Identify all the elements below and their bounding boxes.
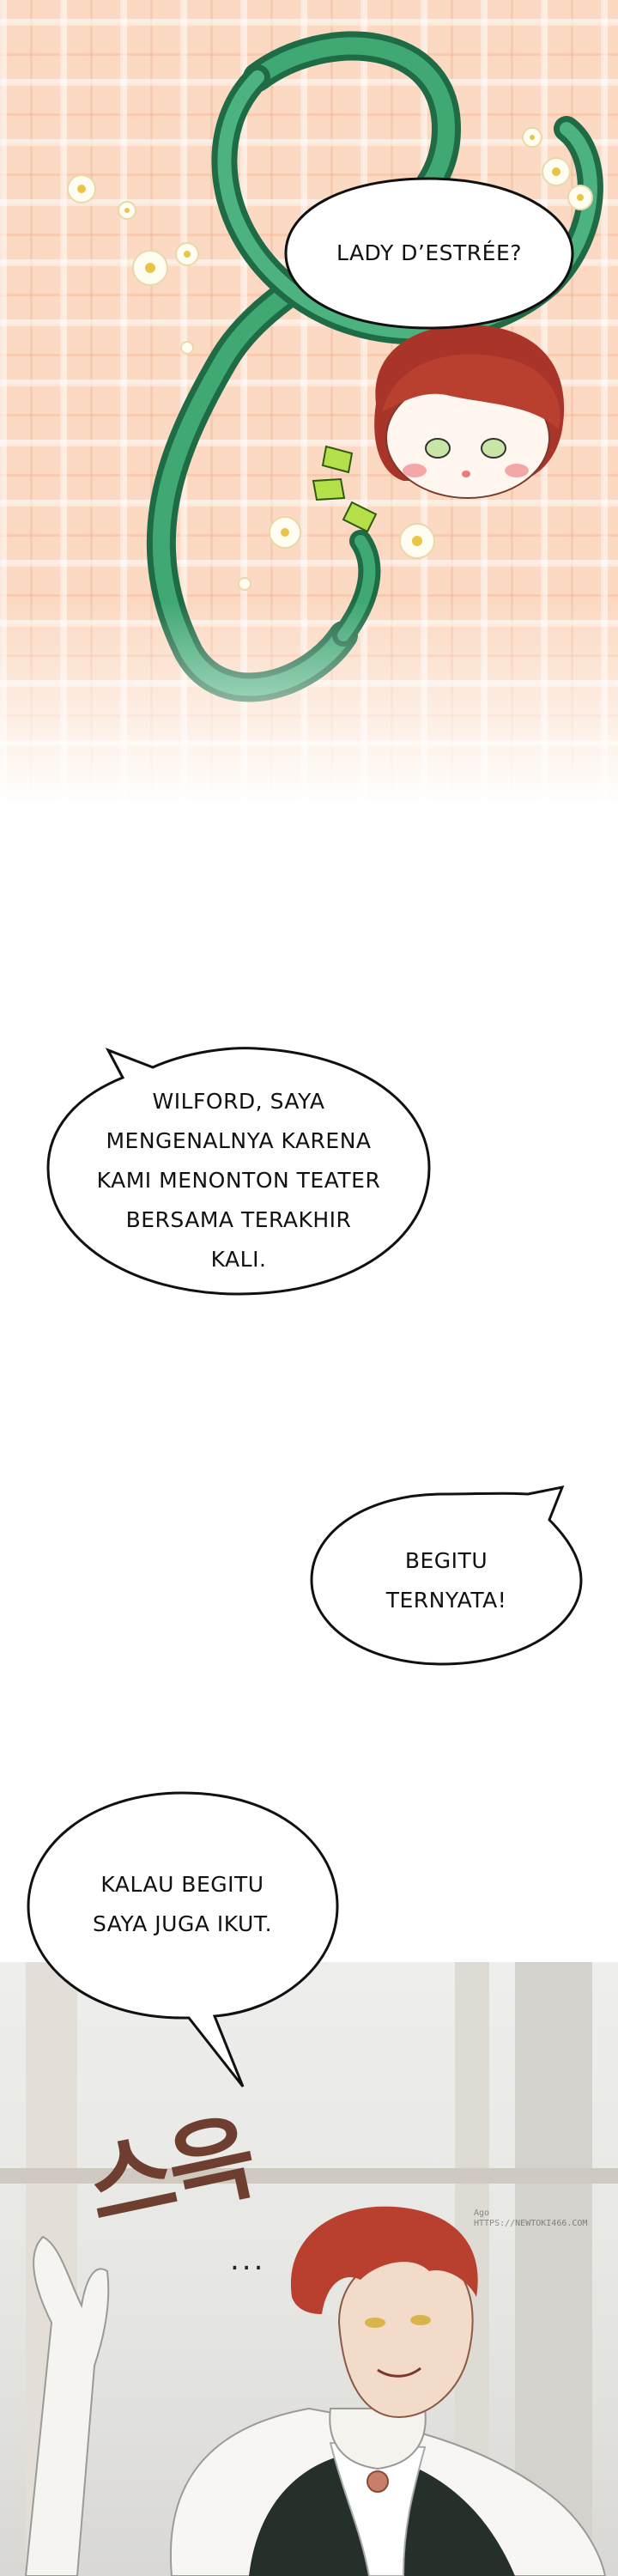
speech-bubble-kalau-begitu: KALAU BEGITU SAYA JUGA IKUT. bbox=[21, 1786, 343, 2095]
bubble-text: LADY D’ESTRÉE? bbox=[336, 240, 523, 265]
watermark-text: Ago HTTPS://NEWTOKI466.COM bbox=[474, 2208, 588, 2228]
character-panel bbox=[0, 1962, 618, 2576]
chibi-character bbox=[312, 325, 565, 533]
bubble-text: BEGITU TERNYATA! bbox=[385, 1547, 507, 1613]
speech-bubble-lady-destree: LADY D’ESTRÉE? bbox=[279, 172, 579, 335]
flower-decorations bbox=[67, 127, 593, 591]
man-illustration bbox=[0, 1962, 618, 2576]
sfx-dots: ... bbox=[230, 2243, 266, 2277]
speech-bubble-begitu-ternyata: BEGITU TERNYATA! bbox=[305, 1460, 588, 1670]
bubble-text: KALAU BEGITU SAYA JUGA IKUT. bbox=[92, 1871, 273, 1936]
bubble-text: WILFORD, SAYA MENGENALNYA KARENA KAMI ME… bbox=[96, 1089, 381, 1272]
panel-fade bbox=[0, 601, 618, 807]
speech-bubble-wilford: WILFORD, SAYA MENGENALNYA KARENA KAMI ME… bbox=[41, 1026, 436, 1301]
